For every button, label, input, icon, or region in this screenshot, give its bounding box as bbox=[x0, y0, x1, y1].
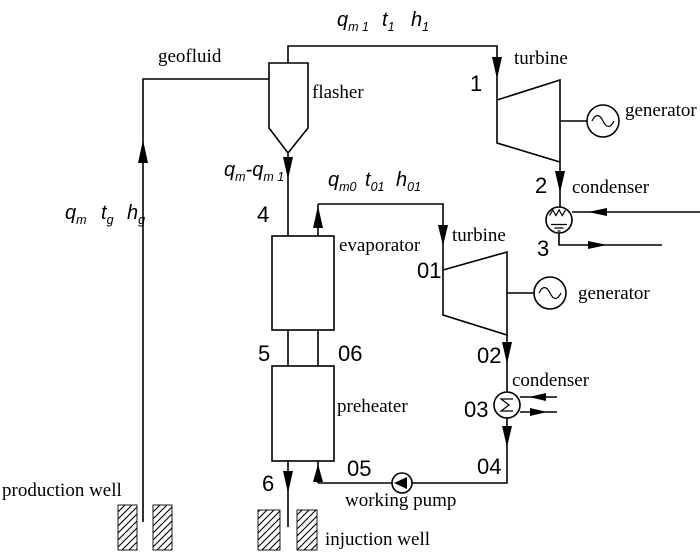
state-3-label: 3 bbox=[537, 236, 549, 261]
flow-down-arrow-injection-icon bbox=[283, 471, 293, 493]
flow-down-arrow-condenser2-icon bbox=[502, 342, 512, 364]
geofluid-label: geofluid bbox=[158, 46, 222, 67]
flasher-vessel bbox=[268, 62, 309, 155]
injection-well-label: injuction well bbox=[325, 529, 430, 550]
evaporator-shell bbox=[271, 235, 335, 331]
generator2-sine-icon bbox=[538, 286, 562, 300]
condenser1-label: condenser bbox=[572, 177, 650, 198]
preheater-shell bbox=[271, 365, 335, 462]
flasher-label: flasher bbox=[312, 82, 364, 103]
production-well-label: production well bbox=[2, 480, 122, 501]
state-6-label: 6 bbox=[262, 471, 274, 496]
flow-up-arrow-preheater-inlet-icon bbox=[313, 464, 323, 482]
cooling-in-left-arrow-icon bbox=[588, 208, 607, 216]
brine-tube bbox=[274, 153, 315, 527]
state-5-label: 5 bbox=[258, 341, 270, 366]
condenser2-icon bbox=[493, 391, 521, 419]
turbine1-label: turbine bbox=[514, 48, 568, 69]
state-05-label: 05 bbox=[347, 456, 371, 481]
state-03-label: 03 bbox=[464, 397, 488, 422]
evaporator-label: evaporator bbox=[339, 235, 421, 256]
condenser1-cooling-out-pipe bbox=[558, 233, 662, 246]
state-06-label: 06 bbox=[338, 341, 362, 366]
state-4-label: 4 bbox=[257, 202, 269, 227]
production-well-wall-left bbox=[117, 504, 138, 551]
flow-up-arrow-evaporator-vapor-icon bbox=[313, 206, 323, 228]
flow-down-arrow-condenser1-icon bbox=[555, 171, 565, 193]
condenser2-sigma-icon bbox=[499, 398, 513, 412]
condenser2-label: condenser bbox=[512, 370, 590, 391]
flow-down-arrow-04-icon bbox=[502, 426, 512, 447]
flow-down-arrow-turbine1-inlet-icon bbox=[492, 57, 502, 79]
turbine2-symbol bbox=[442, 250, 508, 337]
working-pump-label: working pump bbox=[345, 490, 456, 511]
condenser1-level-icon bbox=[551, 223, 567, 232]
pump-triangle-icon bbox=[394, 477, 407, 489]
flow-down-arrow-turbine2-inlet-icon bbox=[438, 225, 448, 246]
preheater-label: preheater bbox=[337, 396, 408, 417]
brine-flow-label: qm-qm 1 bbox=[224, 159, 284, 184]
state-04-label: 04 bbox=[477, 454, 501, 479]
vapor-pipe-to-turbine2 bbox=[318, 203, 444, 270]
generator1-sine-icon bbox=[591, 114, 615, 128]
condenser1-zigzag-icon bbox=[548, 208, 567, 217]
injection-well-wall-left bbox=[257, 509, 281, 551]
state-1-label: 1 bbox=[470, 71, 482, 96]
flow-up-arrow-geofluid-icon bbox=[138, 140, 148, 163]
cooling-out-right-arrow-icon bbox=[588, 241, 607, 249]
state-01-label: 01 bbox=[417, 258, 441, 283]
turbine2-label: turbine bbox=[452, 225, 506, 246]
cooling-in-left-arrow2-icon bbox=[529, 393, 546, 401]
geofluid-riser-pipe bbox=[142, 78, 269, 522]
turbine1-symbol bbox=[496, 78, 561, 164]
generator2-label: generator bbox=[578, 283, 650, 304]
cooling-out-right-arrow2-icon bbox=[530, 408, 547, 416]
production-well-wall-right bbox=[152, 504, 173, 551]
generator1-label: generator bbox=[625, 100, 697, 121]
injection-well-wall-right bbox=[296, 509, 318, 551]
state-02-label: 02 bbox=[477, 343, 501, 368]
state-2-label: 2 bbox=[535, 173, 547, 198]
flow-down-arrow-flasher-outlet-icon bbox=[283, 157, 293, 179]
